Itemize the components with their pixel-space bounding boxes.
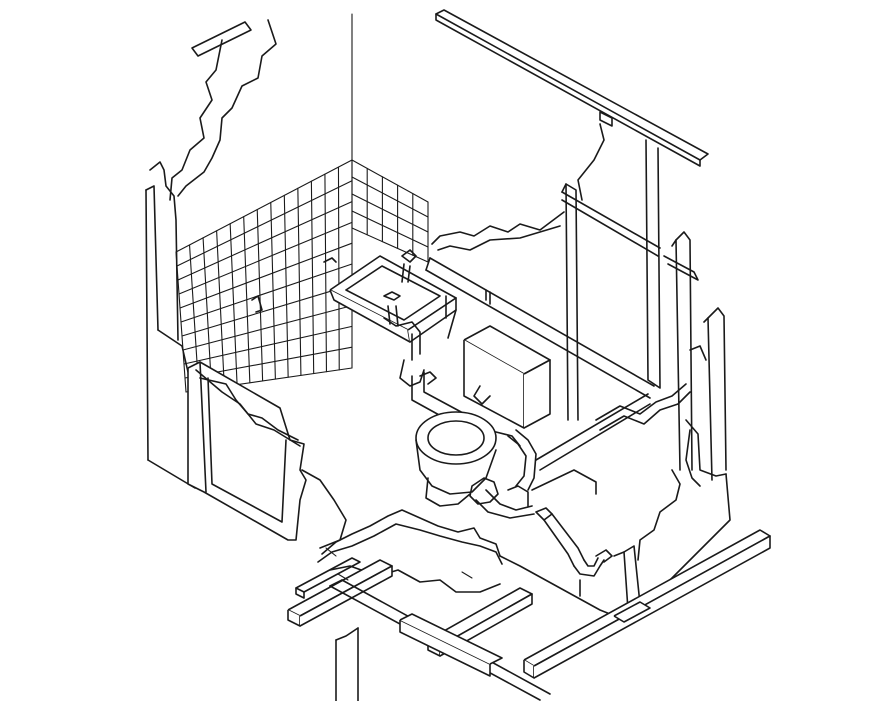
sink — [251, 249, 457, 361]
tile-line — [351, 176, 429, 218]
tile-line — [179, 242, 353, 309]
supply-pipe — [425, 257, 655, 399]
tile-line — [181, 284, 353, 337]
tile-line — [183, 325, 353, 365]
left-front-wall — [187, 361, 347, 549]
tile-line — [351, 227, 429, 263]
tile-line — [177, 201, 353, 281]
waste-pipe — [469, 393, 651, 519]
tile-line — [182, 305, 353, 351]
tiled-wall — [175, 159, 429, 393]
right-front-wall — [595, 383, 731, 611]
tile-line — [178, 221, 353, 295]
tile-line — [176, 180, 353, 267]
toilet-bowl — [415, 411, 521, 507]
broken-left-wall — [145, 19, 277, 489]
tile-line — [175, 159, 353, 253]
tile-line — [351, 193, 429, 233]
toilet-tank — [463, 325, 551, 429]
tile-line — [351, 210, 429, 248]
tile-line — [351, 159, 429, 203]
floor-hatch — [325, 547, 473, 581]
tile-line — [180, 263, 353, 323]
p-trap — [535, 507, 613, 597]
right-wall-framing — [431, 9, 727, 481]
floor-break — [317, 509, 621, 619]
floor-joists — [287, 529, 771, 701]
